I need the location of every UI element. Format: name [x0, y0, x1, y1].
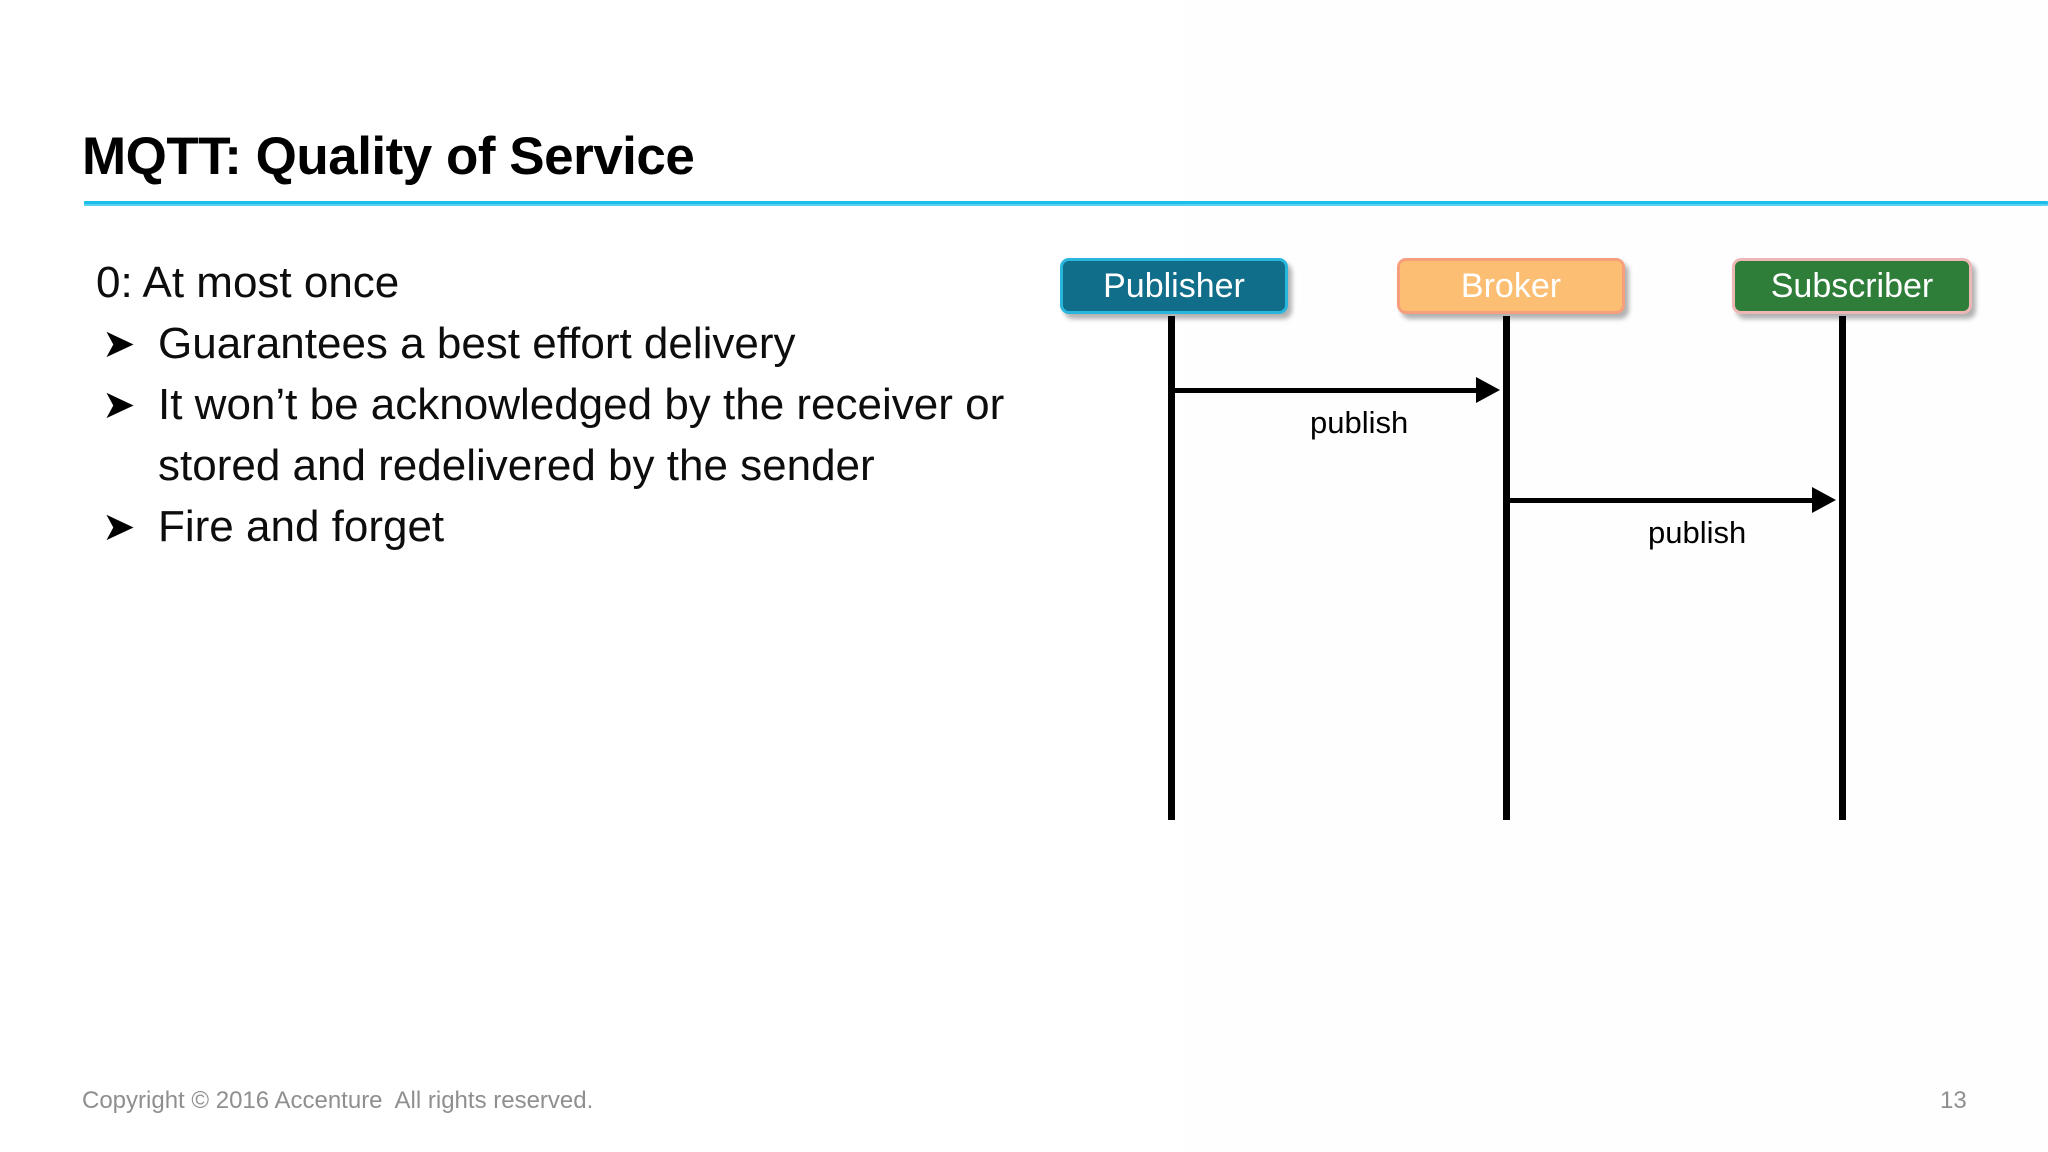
arrowhead-bullet-icon: ➤	[102, 382, 136, 428]
body-text-block: 0: At most once ➤ Guarantees a best effo…	[96, 252, 1026, 557]
diagram-node-broker: Broker	[1397, 258, 1625, 314]
list-item: ➤ Guarantees a best effort delivery	[96, 313, 1026, 374]
arrowhead-bullet-icon: ➤	[102, 321, 136, 367]
page-title: MQTT: Quality of Service	[82, 127, 695, 186]
list-item-label: It won’t be acknowledged by the receiver…	[158, 380, 1005, 490]
lifeline-subscriber	[1839, 316, 1846, 820]
qos-level-heading: 0: At most once	[96, 258, 400, 307]
message-arrow-publisher-to-broker-line	[1170, 388, 1476, 393]
lifeline-broker	[1503, 316, 1510, 820]
slide-page-number: 13	[1940, 1087, 1967, 1114]
list-item: ➤ Fire and forget	[96, 496, 1026, 557]
list-item-label: Guarantees a best effort delivery	[158, 319, 796, 368]
arrowhead-bullet-icon: ➤	[102, 504, 136, 550]
mqtt-qos0-sequence-diagram: Publisher Broker Subscriber publish publ…	[1040, 250, 2000, 850]
arrow-head-icon	[1476, 377, 1500, 403]
message-arrow-broker-to-subscriber-line	[1506, 498, 1812, 503]
title-divider-rule	[84, 201, 2048, 206]
bullet-list: ➤ Guarantees a best effort delivery ➤ It…	[96, 313, 1026, 557]
arrow-head-icon	[1812, 487, 1836, 513]
footer-copyright: Copyright © 2016 Accenture All rights re…	[82, 1087, 594, 1114]
diagram-node-subscriber: Subscriber	[1732, 258, 1972, 314]
message-label-publish-1: publish	[1310, 405, 1409, 440]
list-item: ➤ It won’t be acknowledged by the receiv…	[96, 374, 1026, 496]
lifeline-publisher	[1168, 316, 1175, 820]
message-label-publish-2: publish	[1648, 515, 1747, 550]
diagram-node-publisher: Publisher	[1060, 258, 1288, 314]
list-item-label: Fire and forget	[158, 502, 445, 551]
